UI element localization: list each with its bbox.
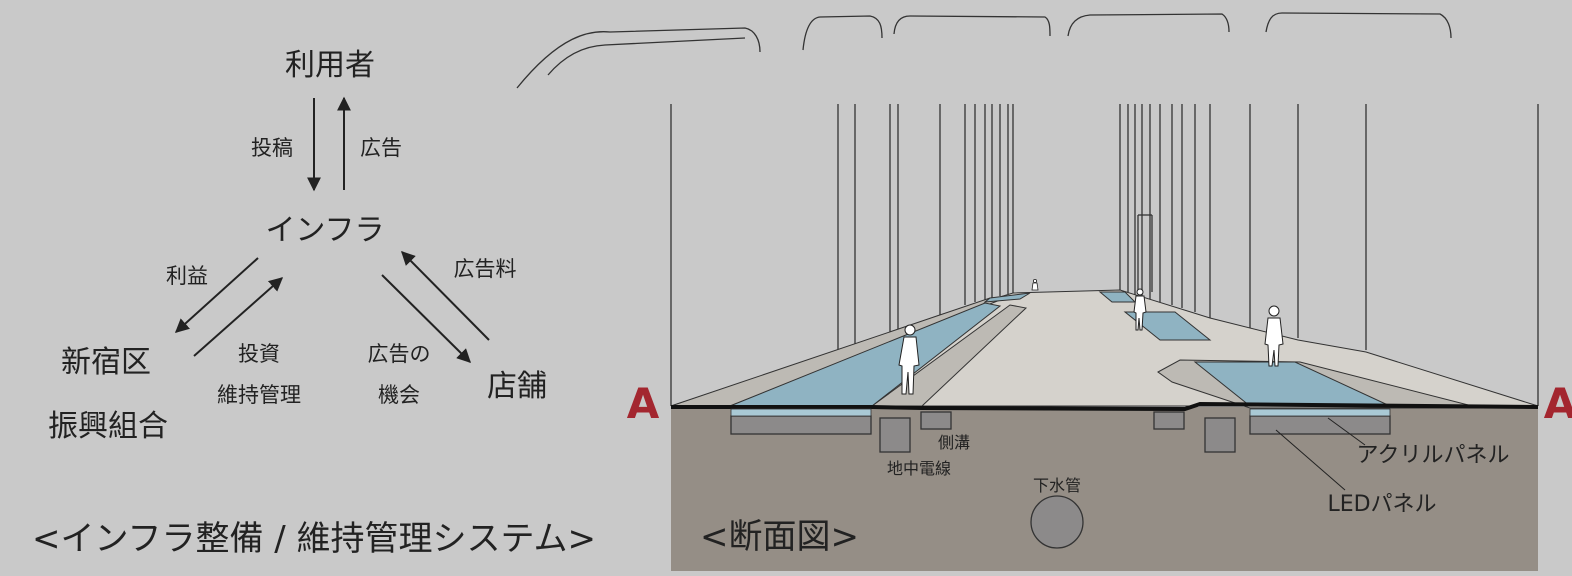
road-surface-line (671, 401, 1539, 412)
cross-section: A A 側溝 地中電線 下水管 アクリルパネル LEDパネル <断面図> (516, 12, 1572, 571)
leader-led (1275, 429, 1346, 491)
arrow-profit (174, 257, 259, 333)
node-store: 店舗 (487, 369, 547, 404)
arrow-investment (193, 277, 284, 357)
led-channel-far-right (1123, 311, 1212, 341)
label-investment: 投資 (238, 342, 280, 366)
node-ward-line2: 振興組合 (48, 409, 168, 444)
label-led-panel: LEDパネル (1327, 492, 1436, 517)
panel-left (730, 415, 872, 435)
section-caption: <断面図> (700, 517, 859, 557)
label-ad: 広告 (360, 136, 402, 160)
label-post: 投稿 (251, 136, 293, 160)
label-side-ditch: 側溝 (938, 433, 970, 452)
led-channel-far-left (983, 292, 1031, 303)
pedestrian-left (898, 324, 920, 395)
flow-caption: <インフラ整備 / 維持管理システム> (32, 519, 596, 559)
sewer-pipe (1030, 495, 1084, 549)
acrylic-layer-right (1249, 408, 1391, 417)
label-profit: 利益 (166, 264, 208, 288)
label-ad-opportunity-1: 広告の (368, 342, 431, 366)
side-ditch-left (920, 411, 952, 430)
arrow-ad-opportunity (381, 274, 471, 363)
node-ward-line1: 新宿区 (61, 345, 151, 380)
acrylic-layer-left (730, 408, 872, 417)
section-marker-left: A (627, 379, 660, 428)
node-user: 利用者 (285, 48, 375, 83)
flow-diagram: 利用者 投稿 広告 インフラ 利益 広告料 新宿区 振興組合 投資 維持管理 広… (32, 48, 596, 559)
cable-duct-right (1204, 417, 1236, 453)
label-sewer-pipe: 下水管 (1033, 476, 1081, 495)
panel-right (1249, 415, 1391, 435)
label-ad-fee: 広告料 (454, 257, 517, 281)
pedestrian-center (1133, 288, 1147, 331)
section-marker-right: A (1544, 379, 1572, 428)
arrow-ad-fee (401, 251, 490, 341)
pedestrian-far (1031, 278, 1039, 291)
label-ad-opportunity-2: 機会 (378, 383, 420, 407)
pedestrian-right (1264, 305, 1284, 367)
node-infra: インフラ (265, 213, 384, 248)
side-ditch-right (1153, 411, 1185, 430)
label-maintenance: 維持管理 (217, 383, 301, 407)
leader-acrylic (1327, 417, 1366, 446)
label-underground-cable: 地中電線 (887, 459, 951, 478)
cable-duct-left (879, 417, 911, 453)
building-outlines (516, 12, 1539, 406)
label-acrylic-panel: アクリルパネル (1357, 443, 1510, 468)
